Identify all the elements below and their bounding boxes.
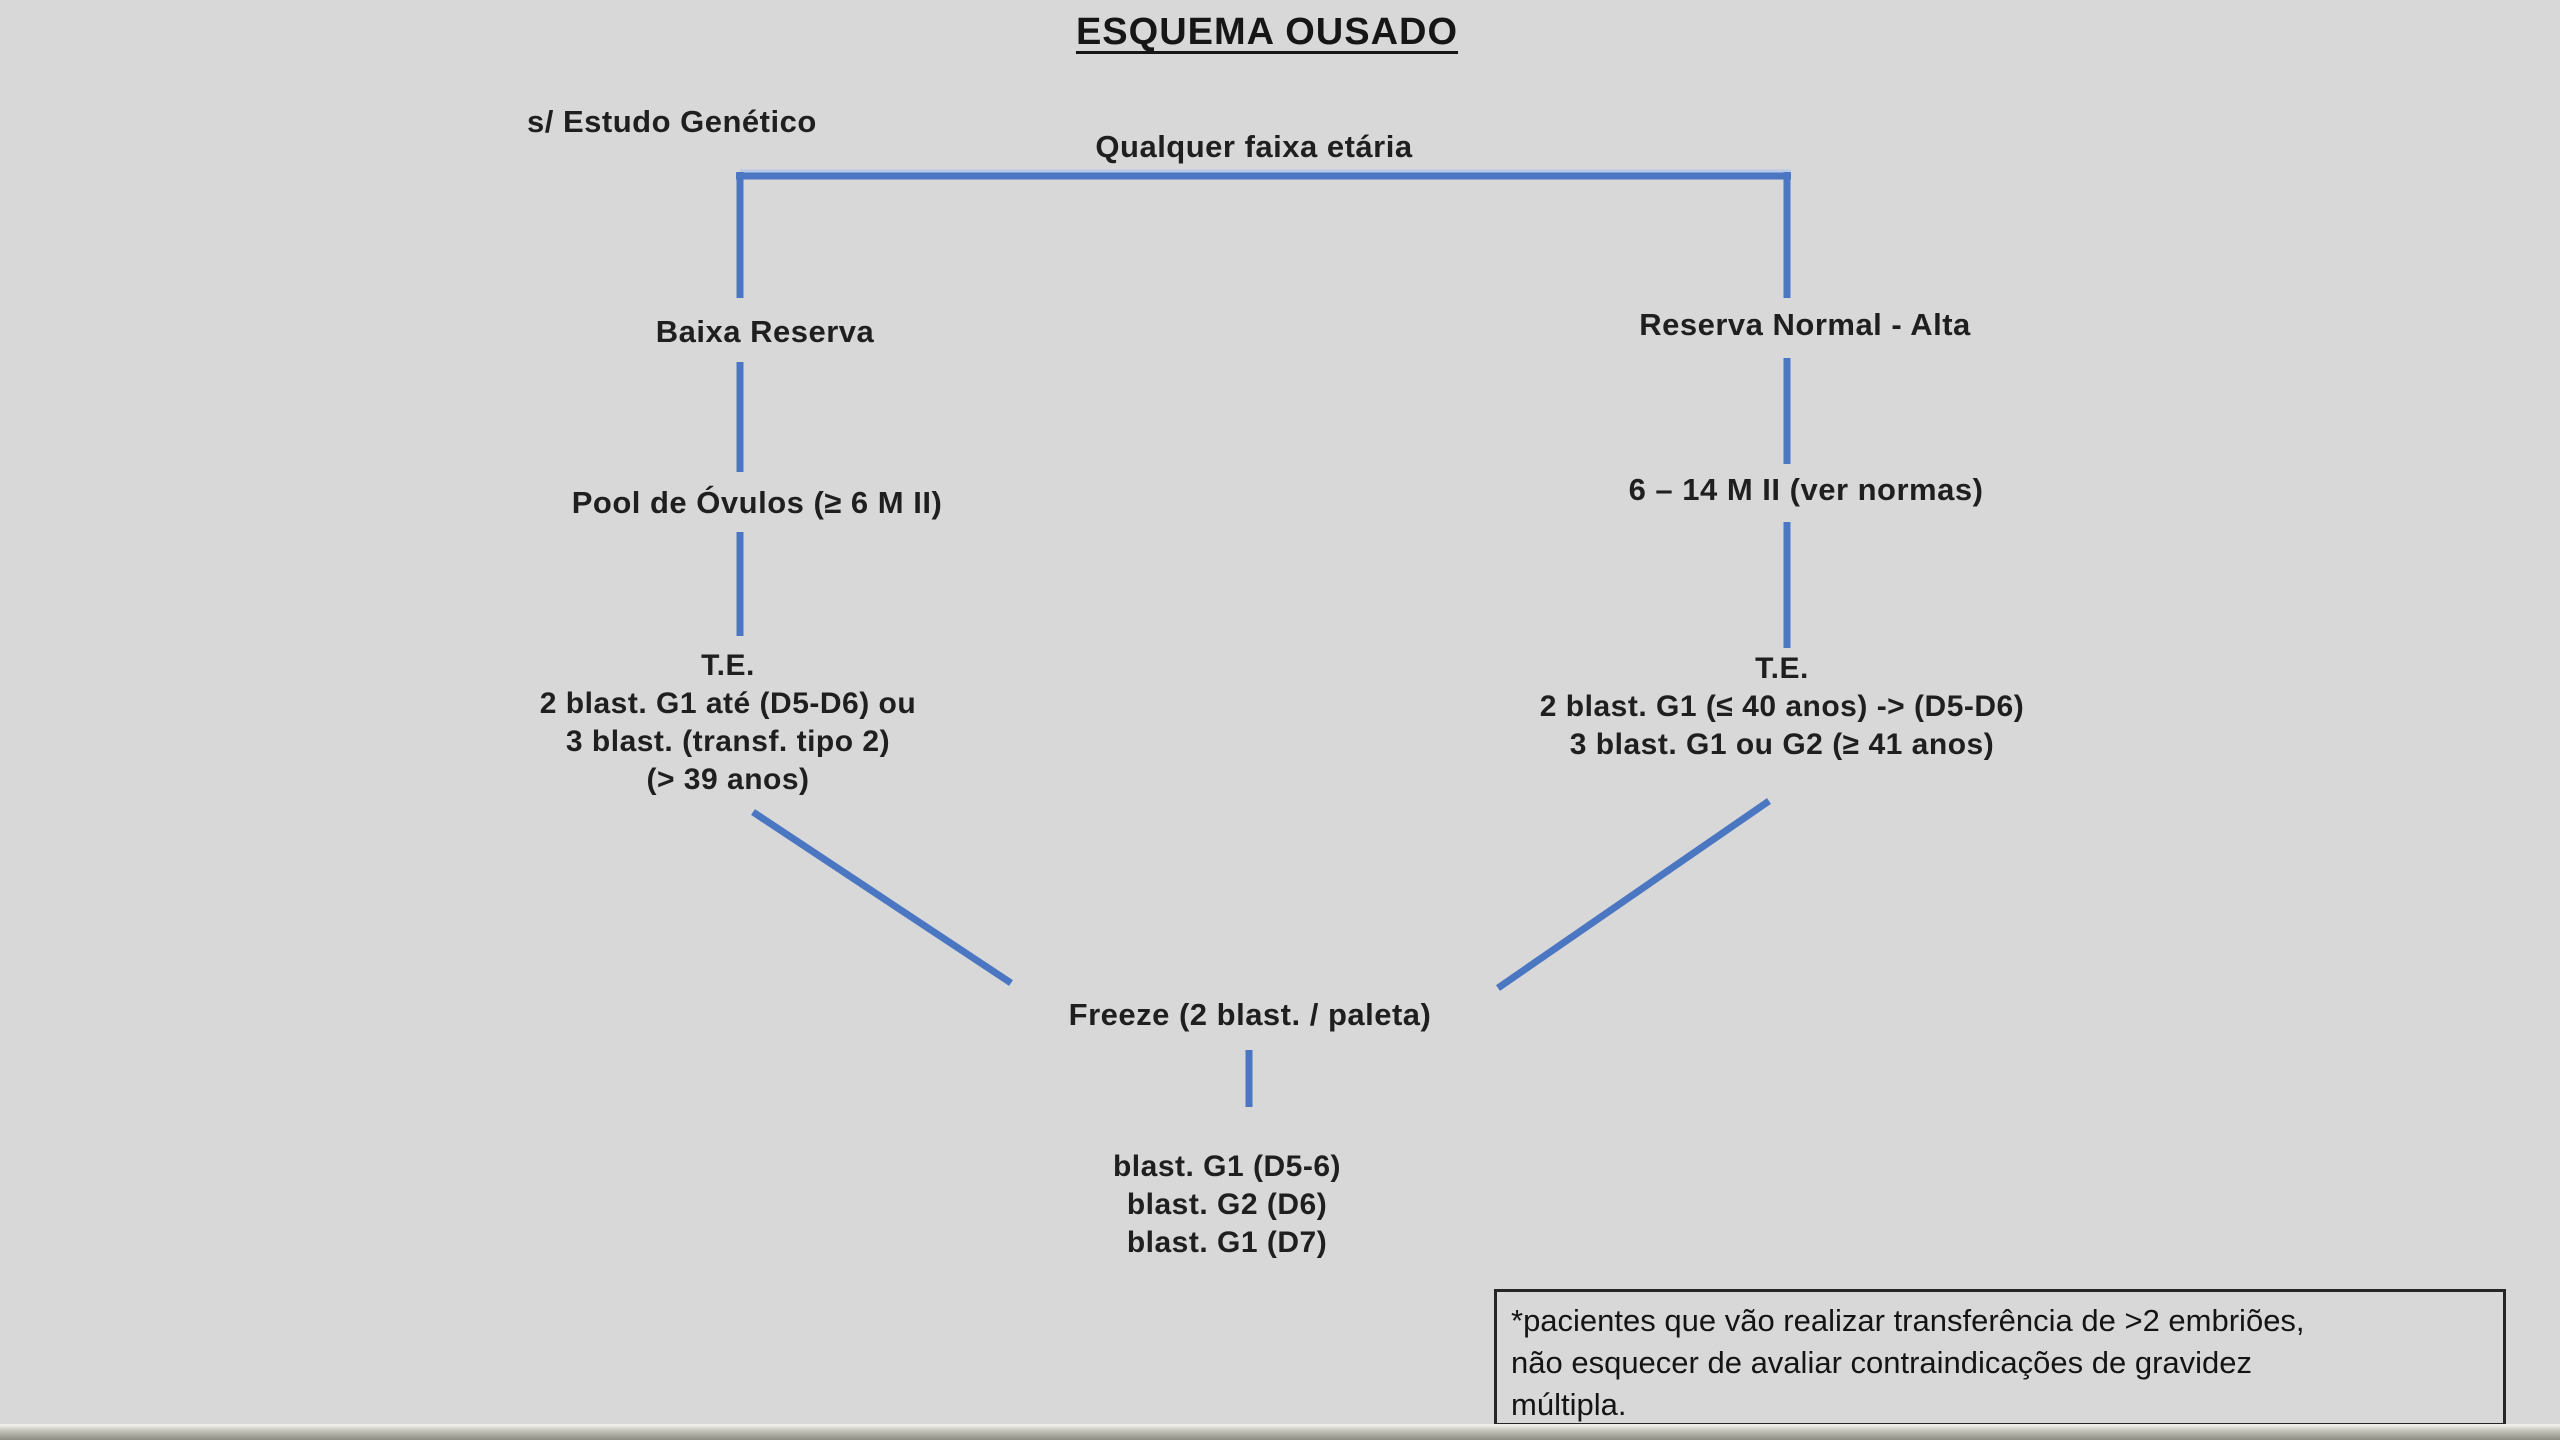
node-te-right: T.E. 2 blast. G1 (≤ 40 anos) -> (D5-D6) … (1540, 650, 2024, 764)
te-left-line-1: T.E. (701, 649, 755, 682)
node-baixa-reserva: Baixa Reserva (655, 314, 875, 349)
te-left-line-3: 3 blast. (transf. tipo 2) (565, 725, 891, 758)
te-right-line-1: T.E. (1755, 652, 1809, 685)
te-left-line-4: (> 39 anos) (646, 763, 810, 796)
freeze-detail-line-1: blast. G1 (D5-6) (1112, 1150, 1342, 1183)
node-te-left: T.E. 2 blast. G1 até (D5-D6) ou 3 blast.… (540, 647, 916, 799)
slide-bottom-edge-band (0, 1424, 2560, 1440)
slide-title: ESQUEMA OUSADO (1075, 11, 1459, 53)
te-right-line-3: 3 blast. G1 ou G2 (≥ 41 anos) (1569, 728, 1995, 761)
note-line-3: múltipla. (1511, 1387, 1627, 1422)
note-line-2: não esquecer de avaliar contraindicações… (1511, 1345, 2253, 1380)
te-left-line-2: 2 blast. G1 até (D5-D6) ou (539, 687, 917, 720)
note-box: *pacientes que vão realizar transferênci… (1494, 1289, 2506, 1429)
note-line-1: *pacientes que vão realizar transferênci… (1511, 1303, 2305, 1338)
freeze-detail-line-3: blast. G1 (D7) (1126, 1226, 1328, 1259)
te-right-line-2: 2 blast. G1 (≤ 40 anos) -> (D5-D6) (1539, 690, 2025, 723)
freeze-detail-line-2: blast. G2 (D6) (1126, 1188, 1328, 1221)
label-sem-estudo-genetico: s/ Estudo Genético (527, 104, 817, 139)
node-pool-de-ovulos: Pool de Óvulos (≥ 6 M II) (571, 485, 943, 520)
node-freeze-detail: blast. G1 (D5-6) blast. G2 (D6) blast. G… (1113, 1148, 1341, 1262)
label-qualquer-faixa-etaria: Qualquer faixa etária (1095, 129, 1413, 164)
node-6-14-mii: 6 – 14 M II (ver normas) (1628, 472, 1984, 507)
left-diagonal-to-freeze (751, 809, 1013, 986)
node-reserva-normal-alta: Reserva Normal - Alta (1639, 307, 1971, 342)
node-freeze: Freeze (2 blast. / paleta) (1068, 997, 1432, 1032)
right-diagonal-to-freeze (1496, 798, 1771, 991)
